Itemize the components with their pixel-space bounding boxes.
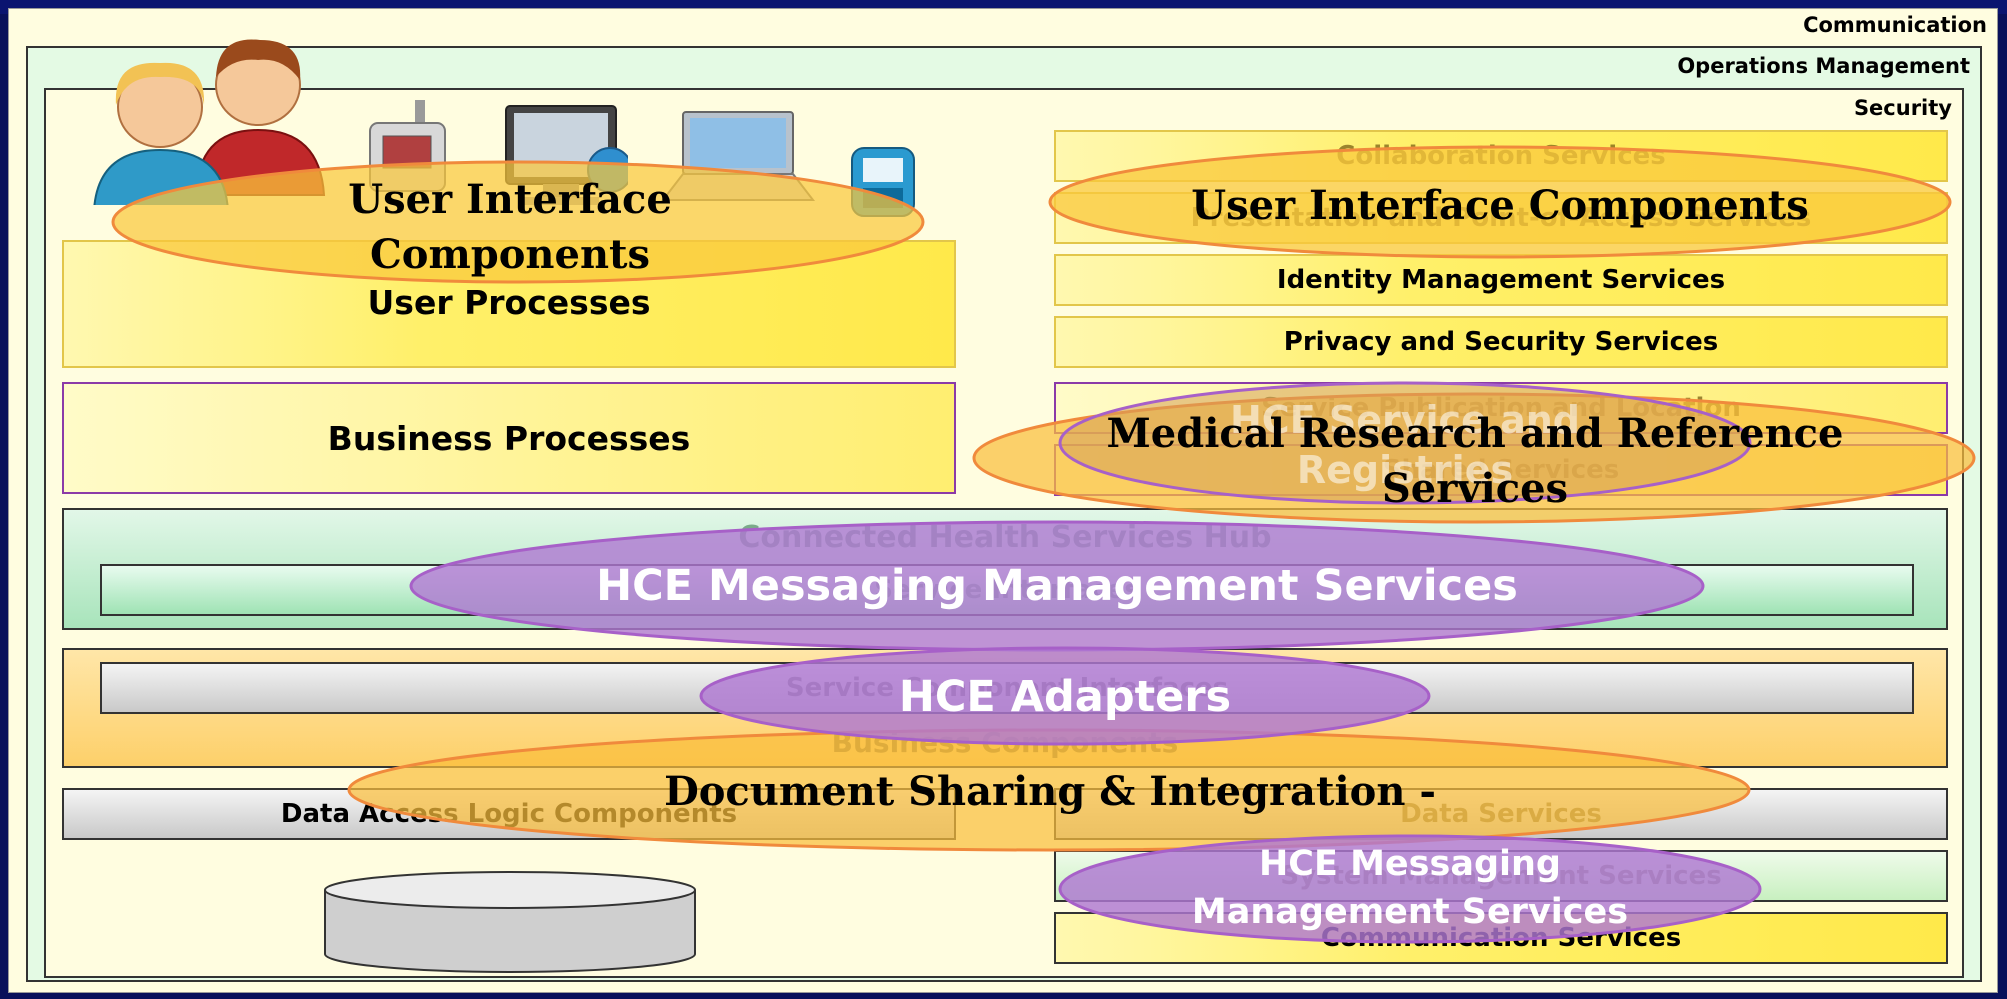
user-processes-box: User Processes — [62, 240, 956, 368]
collaboration-box: Collaboration Services — [1054, 130, 1948, 182]
security-label: Security — [1853, 96, 1952, 120]
phone-icon — [369, 100, 446, 192]
communication-label: Communication — [1803, 13, 1987, 37]
service-interfaces-bar: Service Component Interfaces — [100, 662, 1914, 714]
database-icon — [324, 871, 696, 973]
presentation-label: Presentation and Point-of-Access Service… — [1190, 203, 1812, 233]
hub-inner-label: Service Interfaces — [874, 575, 1140, 605]
data-access-label: Data Access Logic Components — [280, 799, 738, 829]
business-components-box: Service Component Interfaces Business Co… — [62, 648, 1948, 768]
identity-box: Identity Management Services — [1054, 254, 1948, 306]
operations-label: Operations Management — [1677, 54, 1970, 78]
identity-label: Identity Management Services — [1276, 265, 1726, 295]
shared-services-box: Shared Services — [1054, 444, 1948, 496]
system-management-label: System Management Services — [1280, 861, 1722, 891]
business-processes-label: Business Processes — [327, 418, 691, 458]
data-access-box: Data Access Logic Components — [62, 788, 956, 840]
service-publication-label: Service Publication and Location — [1261, 393, 1741, 423]
hub-label: Connected Health Services Hub — [738, 519, 1272, 555]
hub-inner-bar: Service Interfaces — [100, 564, 1914, 616]
pda-icon — [851, 147, 915, 217]
data-services-box: Data Services — [1054, 788, 1948, 840]
monitor-icon — [505, 105, 628, 205]
privacy-label: Privacy and Security Services — [1283, 327, 1719, 357]
privacy-box: Privacy and Security Services — [1054, 316, 1948, 368]
service-publication-box: Service Publication and Location — [1054, 382, 1948, 434]
presentation-box: Presentation and Point-of-Access Service… — [1054, 192, 1948, 244]
data-services-label: Data Services — [1400, 799, 1602, 829]
laptop-icon — [660, 111, 816, 201]
service-interfaces-label: Service Component Interfaces — [785, 673, 1229, 703]
collaboration-label: Collaboration Services — [1336, 141, 1666, 171]
shared-services-label: Shared Services — [1382, 455, 1620, 485]
system-management-box: System Management Services — [1054, 850, 1948, 902]
business-components-label: Business Components — [831, 725, 1179, 759]
communication-services-label: Communication Services — [1320, 923, 1682, 953]
user-processes-label: User Processes — [367, 283, 651, 322]
users-icon — [93, 39, 326, 205]
communication-services-box: Communication Services — [1054, 912, 1948, 964]
hub-box: Connected Health Services Hub Service In… — [62, 508, 1948, 630]
business-processes-box: Business Processes — [62, 382, 956, 494]
